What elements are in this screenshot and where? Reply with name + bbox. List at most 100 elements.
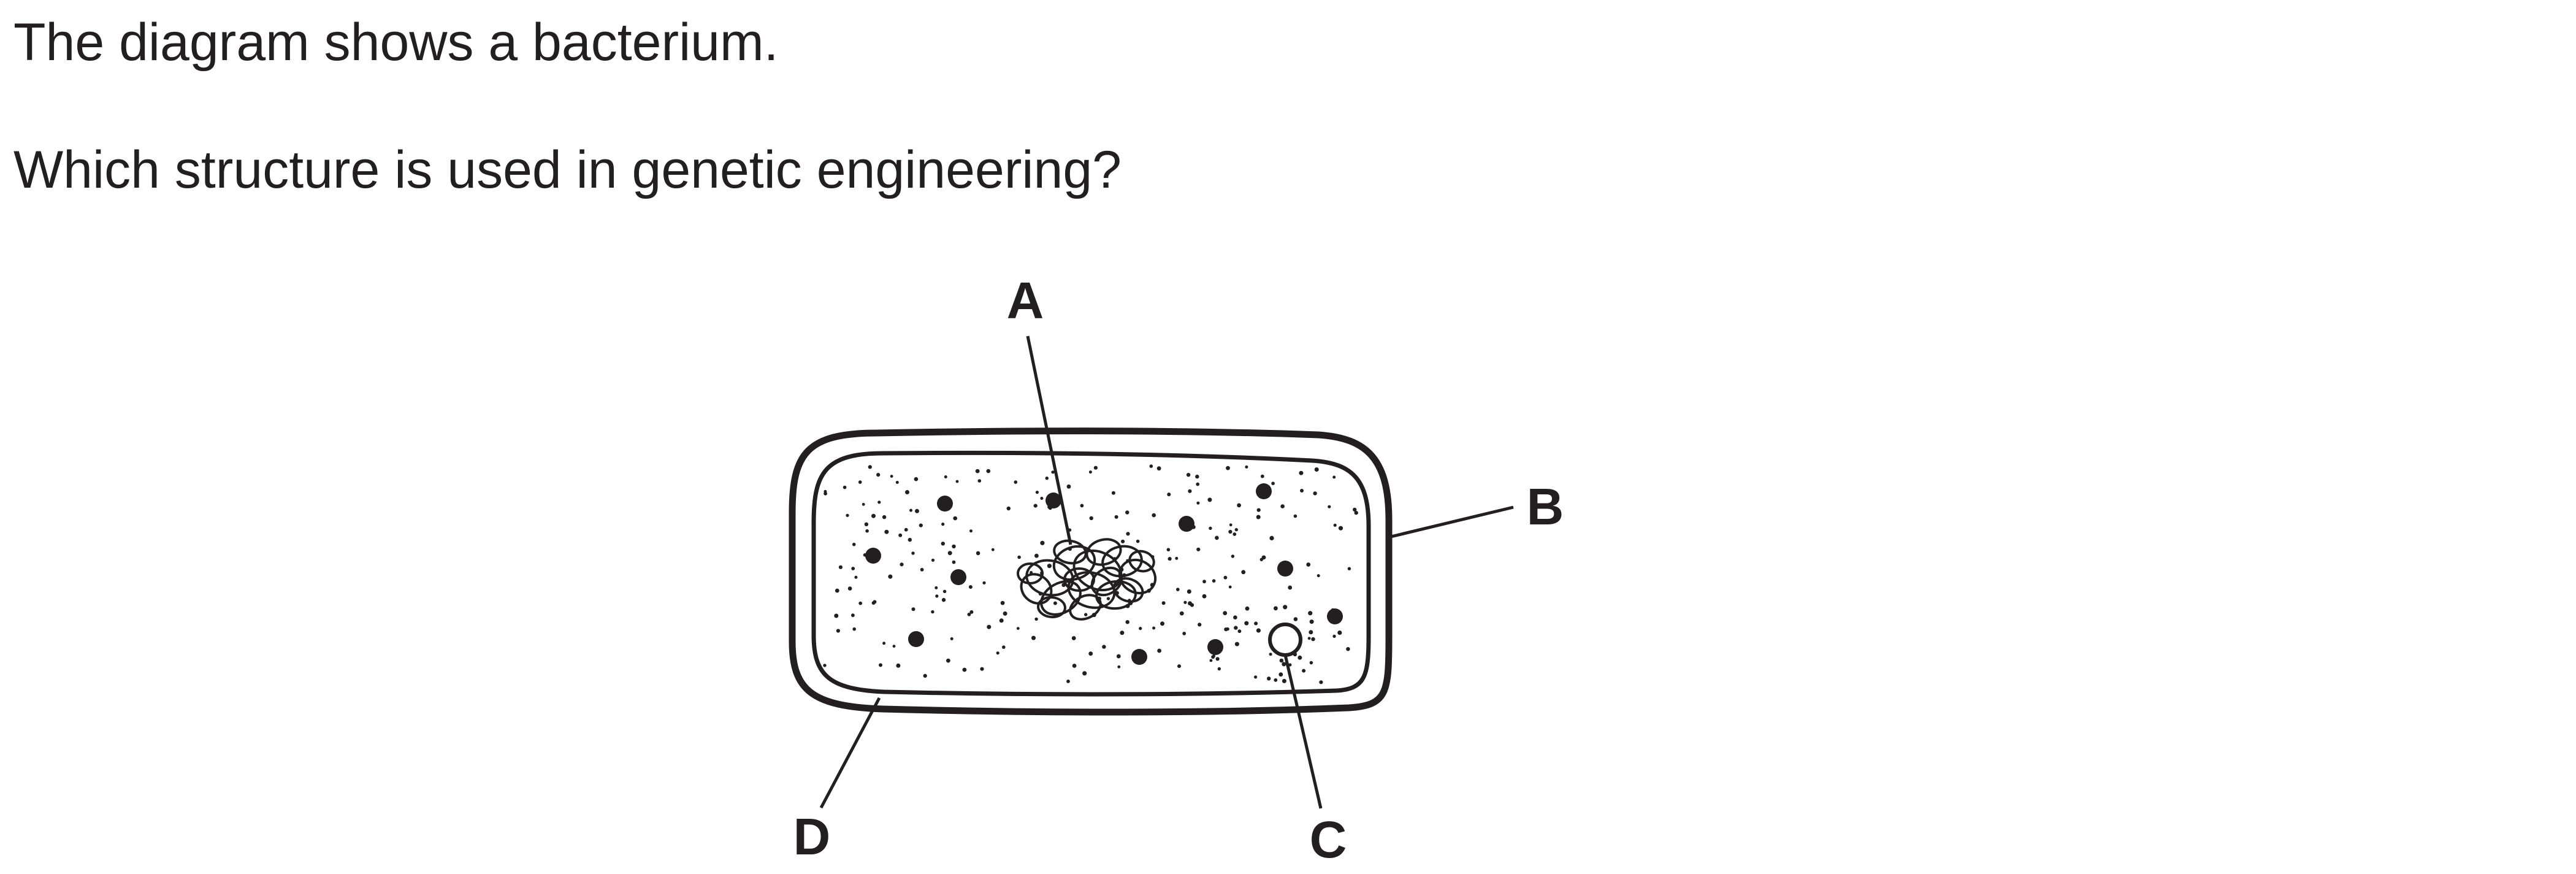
plasmid-ring (1268, 623, 1302, 657)
cytoplasm-dot (1186, 473, 1191, 477)
cytoplasm-dot (1229, 523, 1233, 527)
cytoplasm-dot (1241, 570, 1246, 575)
cytoplasm-dot (1188, 489, 1192, 493)
dna-loop (1020, 573, 1053, 605)
cytoplasm-dot (865, 529, 869, 533)
cytoplasm-dot (1034, 617, 1038, 621)
cytoplasm-dot (900, 562, 904, 567)
cytoplasm-dot (1168, 557, 1172, 561)
cytoplasm-dot (834, 613, 839, 618)
cytoplasm-dot (920, 567, 924, 572)
cytoplasm-dot (896, 663, 901, 668)
cytoplasm-dot (1152, 513, 1156, 518)
cytoplasm-dot (1177, 664, 1181, 669)
cytoplasm-dot (851, 613, 855, 618)
ribosome-dot (937, 496, 953, 512)
cytoplasm-dot (1271, 481, 1275, 485)
cytoplasm-dot (871, 513, 876, 518)
cytoplasm-dot (1202, 594, 1207, 599)
cytoplasm-dot (824, 489, 827, 493)
cytoplasm-dot (1045, 477, 1049, 480)
ribosome-dot (1256, 483, 1272, 499)
cytoplasm-dot (1308, 611, 1313, 616)
cytoplasm-dot (864, 522, 869, 526)
cytoplasm-dot (1309, 630, 1313, 635)
cytoplasm-dot (1293, 514, 1298, 518)
cytoplasm-dot (1354, 510, 1358, 515)
cytoplasm-dot (1160, 621, 1164, 626)
cytoplasm-dot (947, 551, 952, 556)
cytoplasm-dot (1187, 589, 1191, 594)
cytoplasm-dot (1311, 637, 1315, 642)
cytoplasm-dot (1121, 539, 1125, 543)
cytoplasm-dot (1093, 466, 1098, 470)
cytoplasm-dot (1302, 669, 1306, 673)
cytoplasm-dot (1207, 497, 1212, 502)
question-prompt: Which structure is used in genetic engin… (13, 140, 1122, 199)
cytoplasm-dot (1175, 556, 1179, 560)
ribosome-dot (950, 569, 966, 585)
ribosome-dot (1179, 516, 1194, 532)
cytoplasm-dot (1195, 474, 1199, 479)
cytoplasm-dot (991, 548, 995, 551)
cytoplasm-dot (911, 607, 915, 611)
cytoplasm-dot (934, 586, 938, 589)
cytoplasm-dot (1244, 621, 1249, 626)
cytoplasm-dot (858, 601, 863, 605)
cytoplasm-dot (1217, 667, 1221, 671)
cytoplasm-dot (1288, 585, 1293, 590)
cytoplasm-dot (1274, 606, 1278, 611)
cytoplasm-dot (1156, 466, 1161, 471)
dna-loop (1017, 562, 1044, 585)
cytoplasm-dot (1256, 508, 1261, 512)
cytoplasm-dot (1088, 470, 1092, 474)
cytoplasm-dot (1209, 526, 1212, 530)
cytoplasm-dot (1234, 642, 1239, 646)
cytoplasm-dot (976, 551, 980, 556)
cytoplasm-dot (1279, 658, 1284, 663)
cytoplasm-dot (1237, 503, 1241, 508)
cytoplasm-dot (836, 629, 840, 633)
cytoplasm-dot (1152, 626, 1156, 630)
cytoplasm-dot (1278, 672, 1283, 677)
cytoplasm-dot (1313, 491, 1317, 496)
cytoplasm-dot (1309, 661, 1313, 665)
cytoplasm-dot (1309, 619, 1314, 624)
cytoplasm-dot (851, 567, 855, 570)
ribosome-dot (1207, 639, 1223, 655)
cytoplasm-dot (1084, 613, 1088, 616)
cytoplasm-dot (1300, 489, 1304, 493)
cytoplasm-dot (1106, 597, 1110, 600)
cytoplasm-dot (1228, 585, 1232, 589)
cytoplasm-dot (1215, 657, 1220, 661)
cytoplasm-dot (1332, 634, 1336, 638)
label-a: A (1007, 272, 1044, 329)
cytoplasm-dot (1234, 527, 1239, 532)
leader-line-d (819, 697, 881, 809)
cytoplasm-dot (1149, 464, 1153, 468)
cytoplasm-dot (952, 544, 956, 549)
dna-loop (1037, 596, 1066, 619)
cytoplasm-dot (1102, 645, 1106, 649)
cytoplasm-dot (1346, 647, 1350, 651)
cytoplasm-dot (1198, 623, 1202, 627)
cytoplasm-dot (1319, 680, 1323, 684)
cytoplasm-dot (1136, 539, 1140, 543)
cytoplasm-dot (1066, 680, 1070, 683)
dna-loop (1118, 558, 1157, 595)
cytoplasm-dot (935, 594, 939, 598)
cytoplasm-dot (1260, 474, 1264, 478)
cytoplasm-dot (895, 481, 899, 484)
cytoplasm-dot (1017, 555, 1021, 559)
cytoplasm-dot (1226, 466, 1230, 470)
cytoplasm-dot (892, 645, 896, 648)
label-d: D (793, 808, 831, 865)
cytoplasm-dot (942, 589, 947, 593)
leader-line-b (1385, 505, 1514, 540)
ribosome-granules (865, 483, 1343, 665)
cytoplasm-dot (1259, 558, 1263, 561)
cytoplasm-dot (1002, 645, 1006, 649)
cytoplasm-dot (854, 575, 858, 579)
cytoplasm-dot (952, 560, 956, 564)
